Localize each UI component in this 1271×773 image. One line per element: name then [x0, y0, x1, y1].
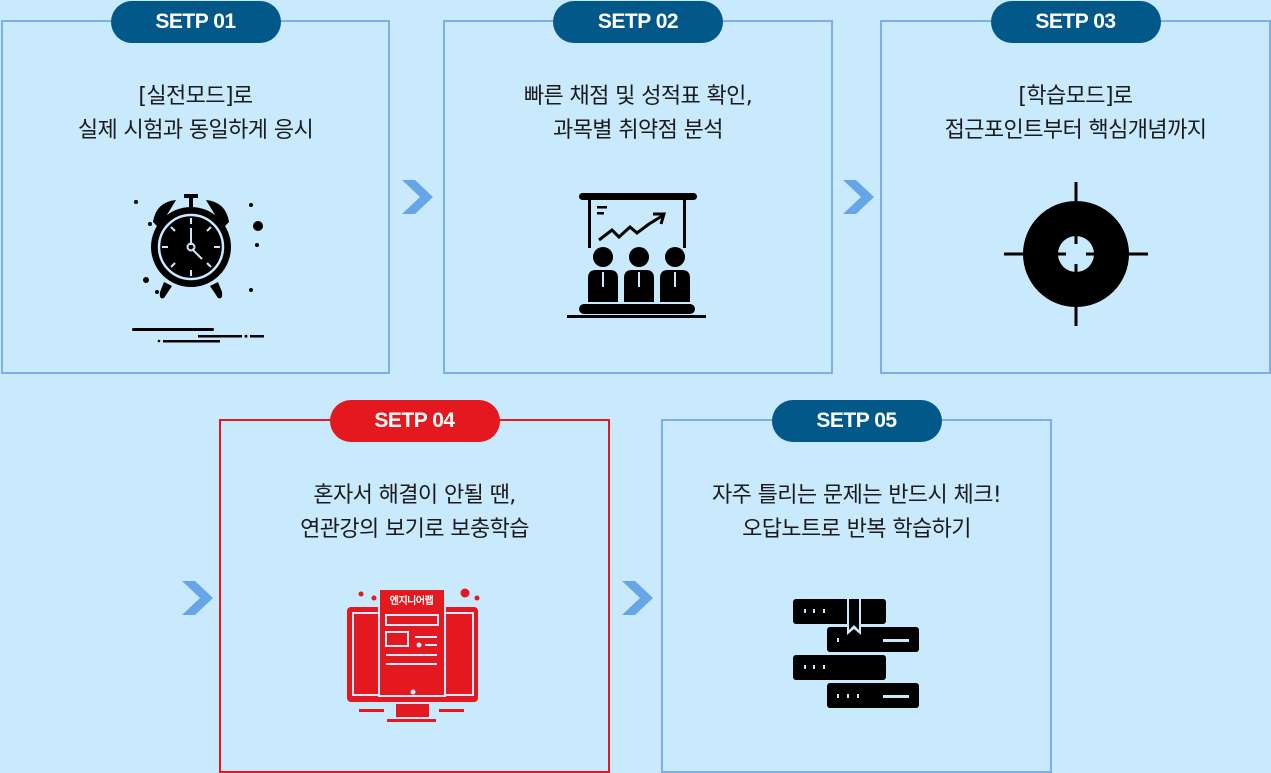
step-description: [실전모드]로 실제 시험과 동일하게 응시 [3, 80, 388, 148]
step-card-1: SETP 01 [실전모드]로 실제 시험과 동일하게 응시 [1, 1, 390, 374]
crosshair-target-icon [1003, 182, 1148, 326]
step-description-line: 자주 틀리는 문제는 반드시 체크! [711, 483, 1002, 508]
step-description-line: 오답노트로 반복 학습하기 [742, 517, 971, 542]
step-description: 혼자서 해결이 안될 땐, 연관강의 보기로 보충학습 [221, 479, 608, 547]
step-badge: SETP 01 [110, 1, 281, 43]
next-arrow-icon [622, 581, 653, 615]
alarm-clock-icon [133, 194, 263, 299]
step-badge: SETP 05 [771, 400, 942, 442]
speed-lines-icon [132, 328, 264, 343]
icon-brand-label: 엔지니어랩 [389, 596, 434, 607]
step-badge: SETP 03 [990, 1, 1161, 43]
monitor-document-icon: 엔지니어랩 [345, 583, 485, 725]
next-arrow-icon [182, 581, 213, 615]
step-card-5: SETP 05 자주 틀리는 문제는 반드시 체크! 오답노트로 반복 학습하기 [661, 400, 1052, 773]
step-description: [학습모드]로 접근포인트부터 핵심개념까지 [882, 80, 1269, 148]
step-description: 자주 틀리는 문제는 반드시 체크! 오답노트로 반복 학습하기 [663, 479, 1050, 547]
step-badge: SETP 02 [553, 1, 723, 43]
step-card-2: SETP 02 빠른 채점 및 성적표 확인, 과목별 취약점 분석 [443, 1, 833, 374]
next-arrow-icon [402, 180, 433, 214]
step-description-line: 과목별 취약점 분석 [553, 118, 724, 143]
step-description-line: [실전모드]로 [138, 84, 253, 109]
next-arrow-icon [843, 180, 874, 214]
step-description-line: 접근포인트부터 핵심개념까지 [944, 118, 1207, 143]
step-description: 빠른 채점 및 성적표 확인, 과목별 취약점 분석 [445, 80, 831, 148]
presentation-chart-icon [567, 193, 706, 318]
step-card-4: SETP 04 혼자서 해결이 안될 땐, 연관강의 보기로 보충학습 엔지니어… [219, 400, 610, 773]
step-description-line: 빠른 채점 및 성적표 확인, [523, 84, 753, 109]
step-card-3: SETP 03 [학습모드]로 접근포인트부터 핵심개념까지 [880, 1, 1271, 374]
step-description-line: 연관강의 보기로 보충학습 [300, 517, 529, 542]
step-badge: SETP 04 [329, 400, 500, 442]
step-description-line: 실제 시험과 동일하게 응시 [77, 118, 314, 143]
stacked-books-icon [792, 599, 919, 708]
step-description-line: 혼자서 해결이 안될 땐, [313, 483, 516, 508]
step-description-line: [학습모드]로 [1018, 84, 1133, 109]
